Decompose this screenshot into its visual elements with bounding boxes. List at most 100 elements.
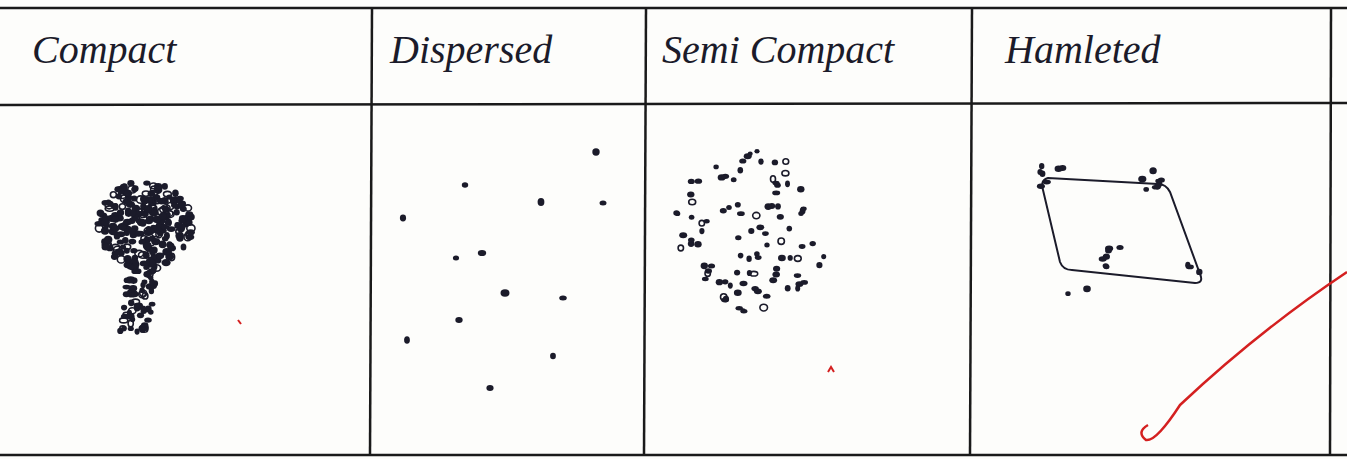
house-dot [673, 210, 679, 216]
house-dot [1138, 176, 1146, 183]
house-dot [102, 245, 110, 251]
house-dot [128, 320, 133, 327]
house-dot [763, 294, 771, 299]
house-dot [501, 289, 510, 296]
house-dot [117, 256, 125, 263]
column-heading: Hamleted [1005, 30, 1161, 70]
house-dot [176, 198, 182, 203]
house-dot [728, 283, 733, 289]
house-dot [167, 226, 176, 232]
house-dot [794, 256, 801, 262]
house-dot [801, 207, 807, 211]
house-dot [735, 235, 741, 240]
house-dot [559, 296, 567, 301]
house-dot [550, 353, 556, 359]
house-dot [762, 231, 769, 236]
house-dot [735, 202, 741, 208]
house-dot [740, 309, 747, 313]
house-dot [110, 192, 116, 198]
house-dot [797, 186, 804, 192]
house-dot [126, 260, 132, 265]
house-dot [760, 304, 768, 311]
house-dot [453, 256, 459, 261]
house-dot [478, 250, 486, 256]
house-dot [788, 255, 793, 261]
house-dot [141, 198, 149, 204]
house-dot [688, 237, 695, 242]
house-dot [1154, 183, 1161, 190]
house-dot [798, 211, 803, 216]
house-dot [785, 180, 790, 187]
house-dot [123, 312, 129, 317]
house-dot [151, 186, 158, 192]
house-dot [810, 241, 816, 246]
house-dot [164, 249, 172, 255]
pen-mark [828, 367, 834, 372]
house-dot [486, 385, 493, 391]
house-dot [142, 191, 149, 196]
house-dot [821, 254, 826, 259]
pen-mark [238, 320, 241, 324]
house-dot [118, 188, 124, 194]
house-dot [775, 203, 781, 209]
house-dot [773, 266, 780, 272]
house-dot [120, 245, 126, 250]
column-heading: Compact [32, 30, 176, 70]
house-dot [726, 205, 732, 210]
house-dot [126, 277, 134, 283]
house-dot [678, 245, 683, 251]
house-dot [97, 209, 105, 216]
house-dot [701, 262, 708, 269]
house-dot [772, 160, 778, 166]
house-dot [755, 255, 762, 260]
house-dot [131, 270, 138, 275]
house-dot [151, 238, 160, 245]
house-dot [124, 228, 130, 236]
house-dot [107, 201, 114, 206]
village-boundary [1042, 178, 1201, 283]
house-dot [772, 191, 780, 196]
house-dot [600, 201, 607, 206]
house-dot [179, 202, 185, 208]
house-dot [1186, 265, 1194, 270]
house-dot [181, 244, 187, 251]
house-dot [117, 209, 124, 216]
house-dot [734, 270, 740, 276]
house-dot [1099, 256, 1107, 261]
house-dot [772, 271, 780, 277]
house-dot [462, 182, 468, 187]
house-dot [128, 326, 134, 331]
house-dot [592, 148, 599, 155]
house-dot [1103, 264, 1109, 269]
house-dot [787, 226, 793, 232]
house-dot [689, 215, 695, 220]
house-dot [713, 165, 718, 170]
house-dot [144, 206, 152, 214]
house-dot [156, 198, 162, 203]
house-dot [124, 190, 132, 197]
house-dot [162, 183, 168, 190]
house-dot [785, 285, 791, 292]
house-dot [1037, 169, 1042, 175]
house-dot [400, 215, 406, 222]
house-dot [1116, 245, 1123, 250]
house-dot [1196, 269, 1202, 275]
house-dot [139, 291, 146, 298]
house-dot [748, 152, 753, 157]
house-dot [1143, 187, 1149, 192]
house-dot [149, 302, 156, 307]
house-dot [695, 179, 702, 184]
house-dots [95, 148, 1203, 391]
house-dot [171, 203, 178, 209]
house-dot [739, 158, 746, 163]
house-dot [144, 206, 150, 213]
house-dot [1055, 166, 1063, 172]
house-dot [738, 167, 744, 173]
house-dot [689, 199, 696, 204]
house-dot [1149, 167, 1156, 174]
house-dot [130, 209, 136, 216]
house-dot [675, 211, 680, 216]
house-dot [799, 244, 806, 249]
house-dot [123, 198, 132, 205]
house-dot [129, 291, 137, 296]
